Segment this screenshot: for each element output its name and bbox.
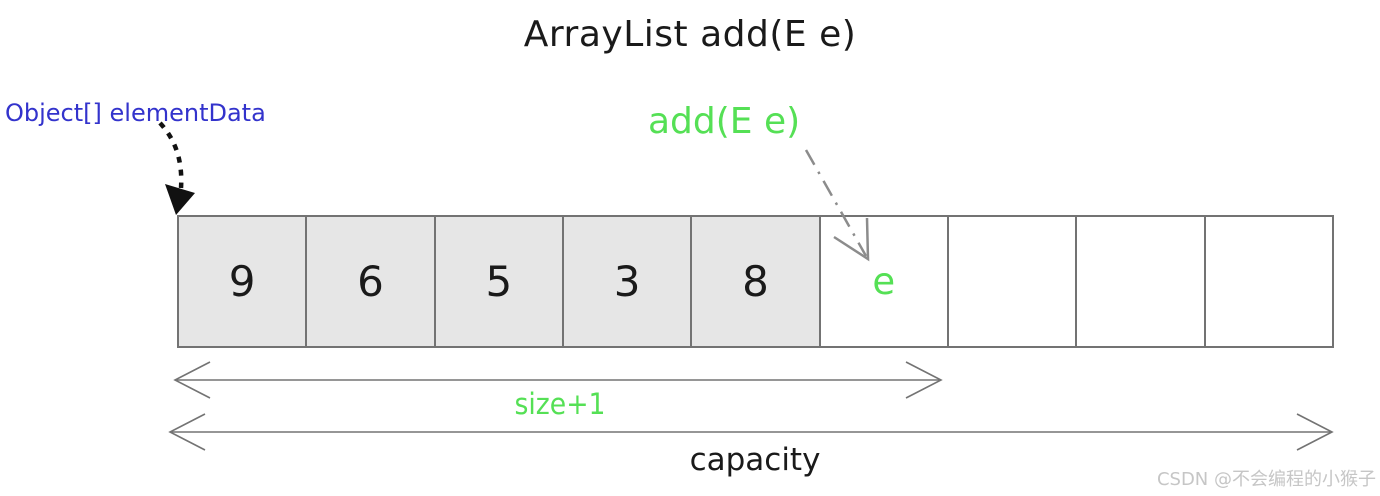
elementdata-label: Object[] elementData (5, 99, 266, 127)
elementdata-arrow (158, 121, 195, 215)
size-label: size+1 (514, 387, 606, 421)
add-method-label: add(E e) (648, 101, 801, 142)
array-cell-4: 8 (692, 217, 821, 346)
watermark: CSDN @不会编程的小猴子 (1156, 469, 1376, 490)
array-cell-5: e (821, 217, 949, 346)
array-cell-3: 3 (563, 217, 693, 346)
array-cell-8 (1206, 217, 1332, 346)
array-cell-7 (1077, 217, 1206, 346)
diagram-title: ArrayList add(E e) (523, 14, 857, 55)
array-cell-1: 6 (307, 217, 436, 346)
array-cell-0: 9 (179, 217, 308, 346)
capacity-label: capacity (689, 442, 821, 478)
array-cell-6 (949, 217, 1078, 346)
array-cell-2: 5 (435, 217, 564, 346)
